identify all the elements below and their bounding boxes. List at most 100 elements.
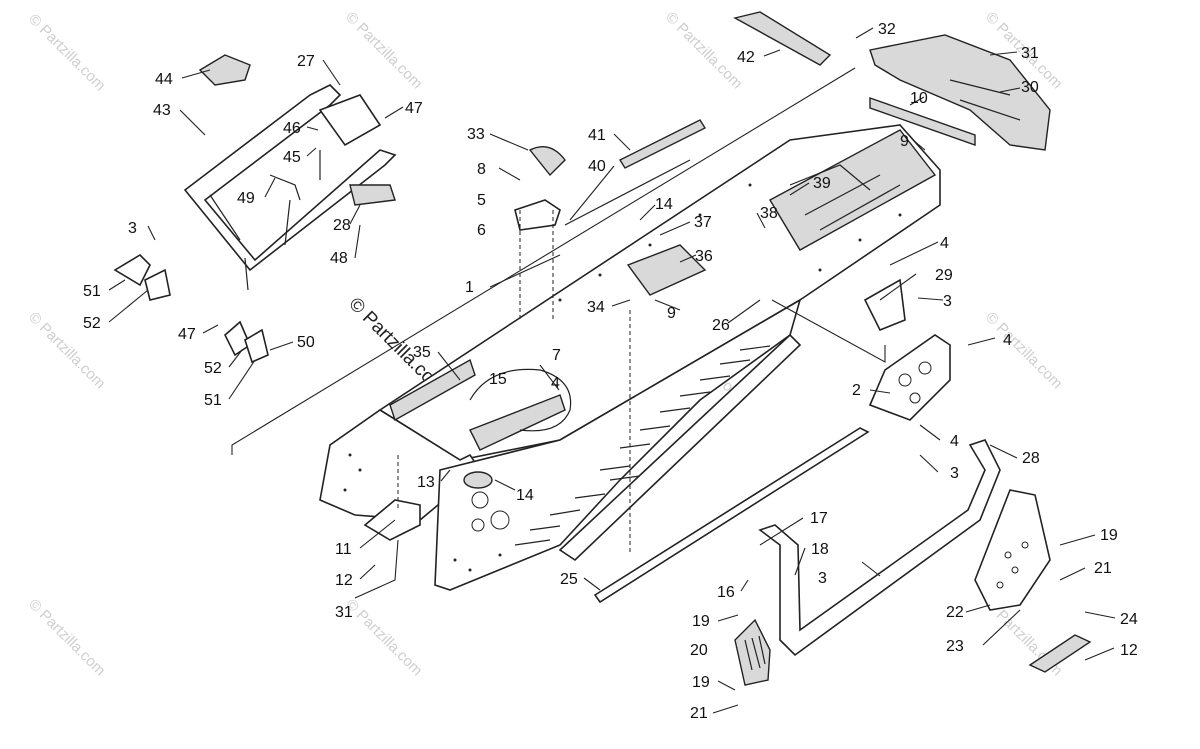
callout-37: 37 [694,214,712,231]
rear-handle-part [1028,634,1092,673]
cap-33-part [528,146,566,177]
callout-6: 6 [477,222,486,239]
callout-42: 42 [737,49,755,66]
snow-guard-part [974,489,1051,611]
reference-lines [231,67,886,555]
callout-5: 5 [477,192,486,209]
watermark-3: © Partzilla.com [662,9,745,92]
rear-flap-part [869,34,1051,151]
watermark-8: © Partzilla.com [25,596,108,679]
callout-41: 41 [588,127,606,144]
callout-3d: 3 [950,465,959,482]
callout-3b: 3 [818,570,827,587]
callout-4d: 4 [551,375,560,392]
callout-3a: 3 [128,220,137,237]
callout-21b: 21 [690,705,708,722]
callout-45: 45 [283,149,301,166]
callout-12a: 12 [335,572,353,589]
callout-23: 23 [946,638,964,655]
callout-28b: 28 [1022,450,1040,467]
front-guard-part [734,618,771,686]
watermark-1: © Partzilla.com [25,11,108,94]
callout-21a: 21 [1094,560,1112,577]
rear-bumper-bar-part [758,439,1001,657]
callout-47b: 47 [178,326,196,343]
callout-44: 44 [155,71,173,88]
watermark-2: © Partzilla.com [342,9,425,92]
callout-40: 40 [588,158,606,175]
rear-rack-assembly [183,54,397,291]
callout-43: 43 [153,102,171,119]
callout-52b: 52 [204,360,222,377]
mount-bracket-left-part [113,253,151,287]
callout-7: 7 [552,347,561,364]
callout-38: 38 [760,205,778,222]
callout-labels: 1 2 3 3 3 3 4 4 4 4 5 6 7 8 9 9 10 11 12… [83,21,1138,722]
side-rail-strip-part [593,427,870,604]
callout-29: 29 [935,267,953,284]
pad-strip-41-part [618,119,707,169]
callout-12b: 12 [1120,642,1138,659]
callout-31b: 31 [335,604,353,621]
clamp-6-part [514,199,561,231]
callout-47a: 47 [405,100,423,117]
watermark-9: © Partzilla.com [342,596,425,679]
top-trim-strip-part [733,11,832,66]
step-pad-part [363,499,421,541]
callout-2: 2 [852,382,861,399]
callout-27: 27 [297,53,315,70]
rack-frame-part [183,84,397,272]
bracket-part [863,278,906,332]
mount-bracket-left2-part [144,268,171,301]
watermark-7: © Partzilla.com [982,309,1065,392]
callout-14a: 14 [516,487,534,504]
callout-51b: 51 [204,392,222,409]
callout-51a: 51 [83,283,101,300]
callout-33: 33 [467,126,485,143]
callout-4c: 4 [950,433,959,450]
rack-pad-part [198,54,251,86]
callout-19a: 19 [1100,527,1118,544]
callout-19c: 19 [692,674,710,691]
callout-4a: 4 [940,235,949,252]
callout-46: 46 [283,120,301,137]
callout-52a: 52 [83,315,101,332]
rear-trim-part [869,97,976,146]
foot-pad-part [626,244,707,296]
callout-48: 48 [330,250,348,267]
callout-20: 20 [690,642,708,659]
callout-39: 39 [813,175,831,192]
callout-26: 26 [712,317,730,334]
callout-9a: 9 [900,133,909,150]
callout-16: 16 [717,584,735,601]
callout-35: 35 [413,344,431,361]
callout-22: 22 [946,604,964,621]
callout-50: 50 [297,334,315,351]
callout-24: 24 [1120,611,1138,628]
callout-9b: 9 [667,305,676,322]
callout-14b: 14 [655,196,673,213]
callout-3c: 3 [943,293,952,310]
callout-31a: 31 [1021,45,1039,62]
callout-15: 15 [489,371,507,388]
callout-36: 36 [695,248,713,265]
callout-25: 25 [560,571,578,588]
callout-leaders [108,27,1116,714]
callout-13: 13 [417,474,435,491]
callout-49: 49 [237,190,255,207]
callout-19b: 19 [692,613,710,630]
callout-32: 32 [878,21,896,38]
callout-34: 34 [587,299,605,316]
callout-1: 1 [465,279,474,296]
callout-18: 18 [811,541,829,558]
callout-17: 17 [810,510,828,527]
rod-40-part [564,159,691,226]
mount-bracket-center2-part [244,328,269,364]
callout-4b: 4 [1003,332,1012,349]
callout-30: 30 [1021,79,1039,96]
rivet-dots [343,183,902,572]
tunnel-chassis-part [319,124,941,591]
callout-10: 10 [910,90,928,107]
callout-11: 11 [335,541,352,558]
